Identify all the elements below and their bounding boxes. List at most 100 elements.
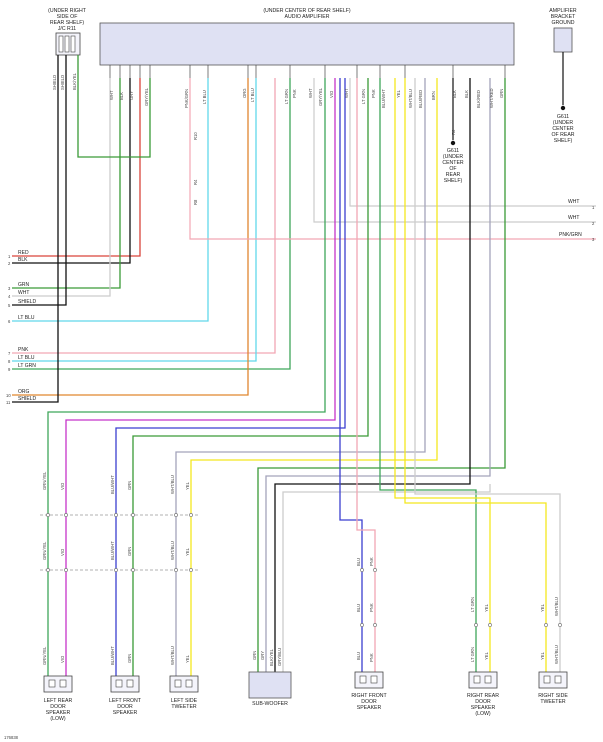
amplifier-title-1: (UNDER CENTER OF REAR SHELF) <box>263 8 351 14</box>
comp-4-line-1: DOOR <box>361 699 377 705</box>
g611-left-4: OF <box>449 166 456 172</box>
comp-0-line-0: LEFT REAR <box>44 698 73 704</box>
sw-label-3: GRY/BLU <box>277 648 282 666</box>
lh-color-11: SHIELD <box>18 396 36 402</box>
comp-5-line-1: DOOR <box>475 699 491 705</box>
lh-num-3: 3 <box>8 286 11 291</box>
g611-right-2: (UNDER <box>553 120 573 126</box>
splice-label-2: R8 <box>193 199 198 205</box>
amplifier-pin-stubs <box>109 65 506 78</box>
right-harness-wires <box>189 78 596 240</box>
comp-4-line-0: RIGHT FRONT <box>351 693 387 699</box>
comp-5-line-2: SPEAKER <box>471 705 496 711</box>
amp-label-3: GRY/YEL <box>144 87 149 106</box>
lh-color-6: LT BLU <box>18 315 35 321</box>
rt-label-0: YEL <box>540 603 545 612</box>
right-harness-labels: WHT 1 WHT 2 PNK/GRN 3 <box>559 199 595 242</box>
amp-label-10: WHT <box>308 88 313 98</box>
sw-label-1: GRY <box>260 651 265 660</box>
rf-label-1: PNK <box>369 557 374 566</box>
lh-num-4: 4 <box>8 294 11 299</box>
right-front-door-speaker: RIGHT FRONT DOOR SPEAKER <box>351 671 388 711</box>
jc-r11-title-3: REAR SHELF) <box>50 20 85 26</box>
rf-label-4: BLU <box>356 652 361 660</box>
comp-1-line-0: LEFT FRONT <box>109 698 142 704</box>
lh-num-1: 1 <box>8 254 11 259</box>
jc-wire-labels: SHIELD SHIELD BLK/YEL <box>52 72 77 90</box>
left-side-tweeter: LEFT SIDE TWEETER <box>169 675 199 710</box>
bracket-box <box>553 27 573 53</box>
g611-right-4: OF REAR <box>551 132 574 138</box>
rh-num-2: 2 <box>592 221 595 226</box>
lt-label-4: WHT/BLU <box>170 646 175 665</box>
rh-color-2: WHT <box>568 215 579 221</box>
lh-num-6: 6 <box>8 319 11 324</box>
left-rear-door-speaker: LEFT REAR DOOR SPEAKER (LOW) <box>43 675 73 722</box>
speaker-components: LEFT REAR DOOR SPEAKER (LOW) LEFT FRONT … <box>43 671 568 722</box>
amp-label-6: ORG <box>242 88 247 98</box>
rf-label-2: BLU <box>356 604 361 612</box>
lf-label-1: GRN <box>127 481 132 490</box>
audio-amplifier: (UNDER CENTER OF REAR SHELF) AUDIO AMPLI… <box>99 8 515 66</box>
rr-label-2: LT GRN <box>470 647 475 662</box>
rt-label-1: WHT/BLU <box>554 597 559 616</box>
rr-label-3: YEL <box>484 651 489 660</box>
comp-1-line-1: DOOR <box>117 704 133 710</box>
lh-color-9: LT GRN <box>18 363 36 369</box>
lr-label-5: VIO <box>60 655 65 663</box>
jc-label-blk-yel: BLK/YEL <box>72 72 77 90</box>
lh-num-2: 2 <box>8 261 11 266</box>
lh-color-2: BLK <box>18 257 28 263</box>
jc-r11-title-4: J/C R11 <box>58 26 76 32</box>
amp-label-7: LT BLU <box>250 88 255 102</box>
amp-label-22: BLK <box>464 90 469 98</box>
amp-label-18: WHT/BLU <box>408 89 413 108</box>
lr-label-4: GRN/YEL <box>42 646 47 665</box>
g611-right-3: CENTER <box>552 126 574 132</box>
amp-label-5: LT BLU <box>202 90 207 104</box>
comp-6-line-0: RIGHT SIDE <box>538 693 568 699</box>
lt-label-5: YEL <box>185 654 190 663</box>
g611-right-1: G611 <box>557 114 569 120</box>
ground-g611-left: G611 (UNDER CENTER OF REAR SHELF) <box>442 78 464 184</box>
amp-label-15: PNK <box>371 89 376 98</box>
amp-label-25: GRN <box>499 89 504 98</box>
g611-left-2: (UNDER <box>443 154 463 160</box>
g611-left-5: REAR <box>446 172 461 178</box>
comp-5-line-3: (LOW) <box>475 711 491 717</box>
jc-label-shield-2: SHIELD <box>60 75 65 90</box>
rf-label-0: BLU <box>356 558 361 566</box>
lh-color-8: LT BLU <box>18 355 35 361</box>
splice-label-3: R6 <box>451 129 456 135</box>
lh-color-3: GRN <box>18 282 30 288</box>
jc-r11-title-1: (UNDER RIGHT <box>48 8 87 14</box>
bracket-title-1: AMPLIFIER <box>549 8 577 14</box>
lh-color-7: PNK <box>18 347 29 353</box>
amp-label-9: PNK <box>292 89 297 98</box>
sub-woofer: SUB-WOOFER <box>248 671 292 707</box>
lf-label-2: BLU/WHT <box>110 541 115 560</box>
g611-left-3: CENTER <box>442 160 464 166</box>
lt-label-1: YEL <box>185 481 190 490</box>
lh-num-5: 5 <box>8 303 11 308</box>
g611-left-6: SHELF) <box>444 178 463 184</box>
comp-0-line-1: DOOR <box>50 704 66 710</box>
amplifier-bracket-ground: AMPLIFIER BRACKET GROUND G611 (UNDER CEN… <box>549 8 577 144</box>
lh-num-8: 8 <box>8 359 11 364</box>
rt-label-3: WHT/BLU <box>554 645 559 664</box>
lh-color-4: WHT <box>18 290 29 296</box>
amp-label-17: YEL <box>396 89 401 98</box>
rr-label-0: LT GRN <box>470 597 475 612</box>
amp-label-16: BLU/WHT <box>381 89 386 108</box>
rf-label-5: PNK <box>369 653 374 662</box>
sw-label-2: BLK/YEL <box>269 648 274 666</box>
rh-color-3: PNK/GRN <box>559 232 582 238</box>
lf-label-0: BLU/WHT <box>110 475 115 494</box>
comp-5-line-0: RIGHT REAR <box>467 693 499 699</box>
amp-label-24: WHT/RED <box>489 88 494 108</box>
lf-label-4: BLU/WHT <box>110 646 115 665</box>
comp-2-line-1: TWEETER <box>171 704 197 710</box>
comp-3-line-0: SUB-WOOFER <box>252 701 288 707</box>
speaker-wire-labels: GRN/YEL VIO GRN/YEL VIO GRN/YEL VIO BLU/… <box>42 471 559 666</box>
ground-g611-right-symbol <box>560 105 566 111</box>
